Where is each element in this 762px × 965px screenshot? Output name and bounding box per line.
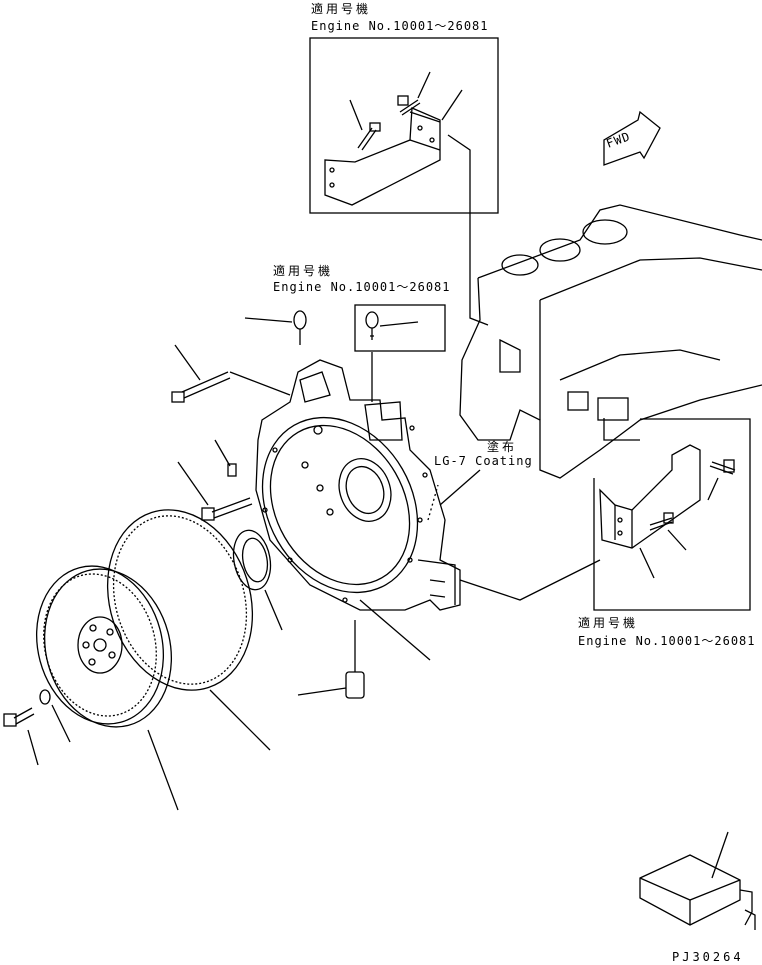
middle-note-engine: Engine No.10001～26081 <box>273 280 451 294</box>
short-bolt <box>177 461 253 521</box>
flywheel <box>35 565 179 811</box>
middle-note-jp: 適用号機 <box>273 264 334 278</box>
housing-lifting-eye <box>244 310 307 345</box>
right-note-engine: Engine No.10001～26081 <box>578 634 756 648</box>
pin <box>214 439 237 477</box>
drain-plug <box>297 620 365 699</box>
flywheel-housing <box>255 359 481 661</box>
top-note-jp: 適用号機 <box>311 2 372 16</box>
coating-note-en: LG-7 Coating <box>434 454 533 468</box>
top-note-engine: Engine No.10001～26081 <box>311 19 489 33</box>
washer <box>39 689 71 743</box>
oil-seal <box>232 529 283 631</box>
coating-note-jp: 塗布 <box>487 440 518 454</box>
right-note-jp: 適用号機 <box>578 616 639 630</box>
engine-block <box>459 204 762 479</box>
fwd-arrow-icon <box>603 110 661 166</box>
flywheel-bolt <box>3 707 39 766</box>
figure-code: PJ30264 <box>672 950 744 964</box>
long-bolt <box>171 344 291 403</box>
right-detail-box <box>459 418 751 611</box>
ring-gear <box>106 509 271 751</box>
middle-detail-box <box>354 304 446 402</box>
tool <box>639 831 756 930</box>
